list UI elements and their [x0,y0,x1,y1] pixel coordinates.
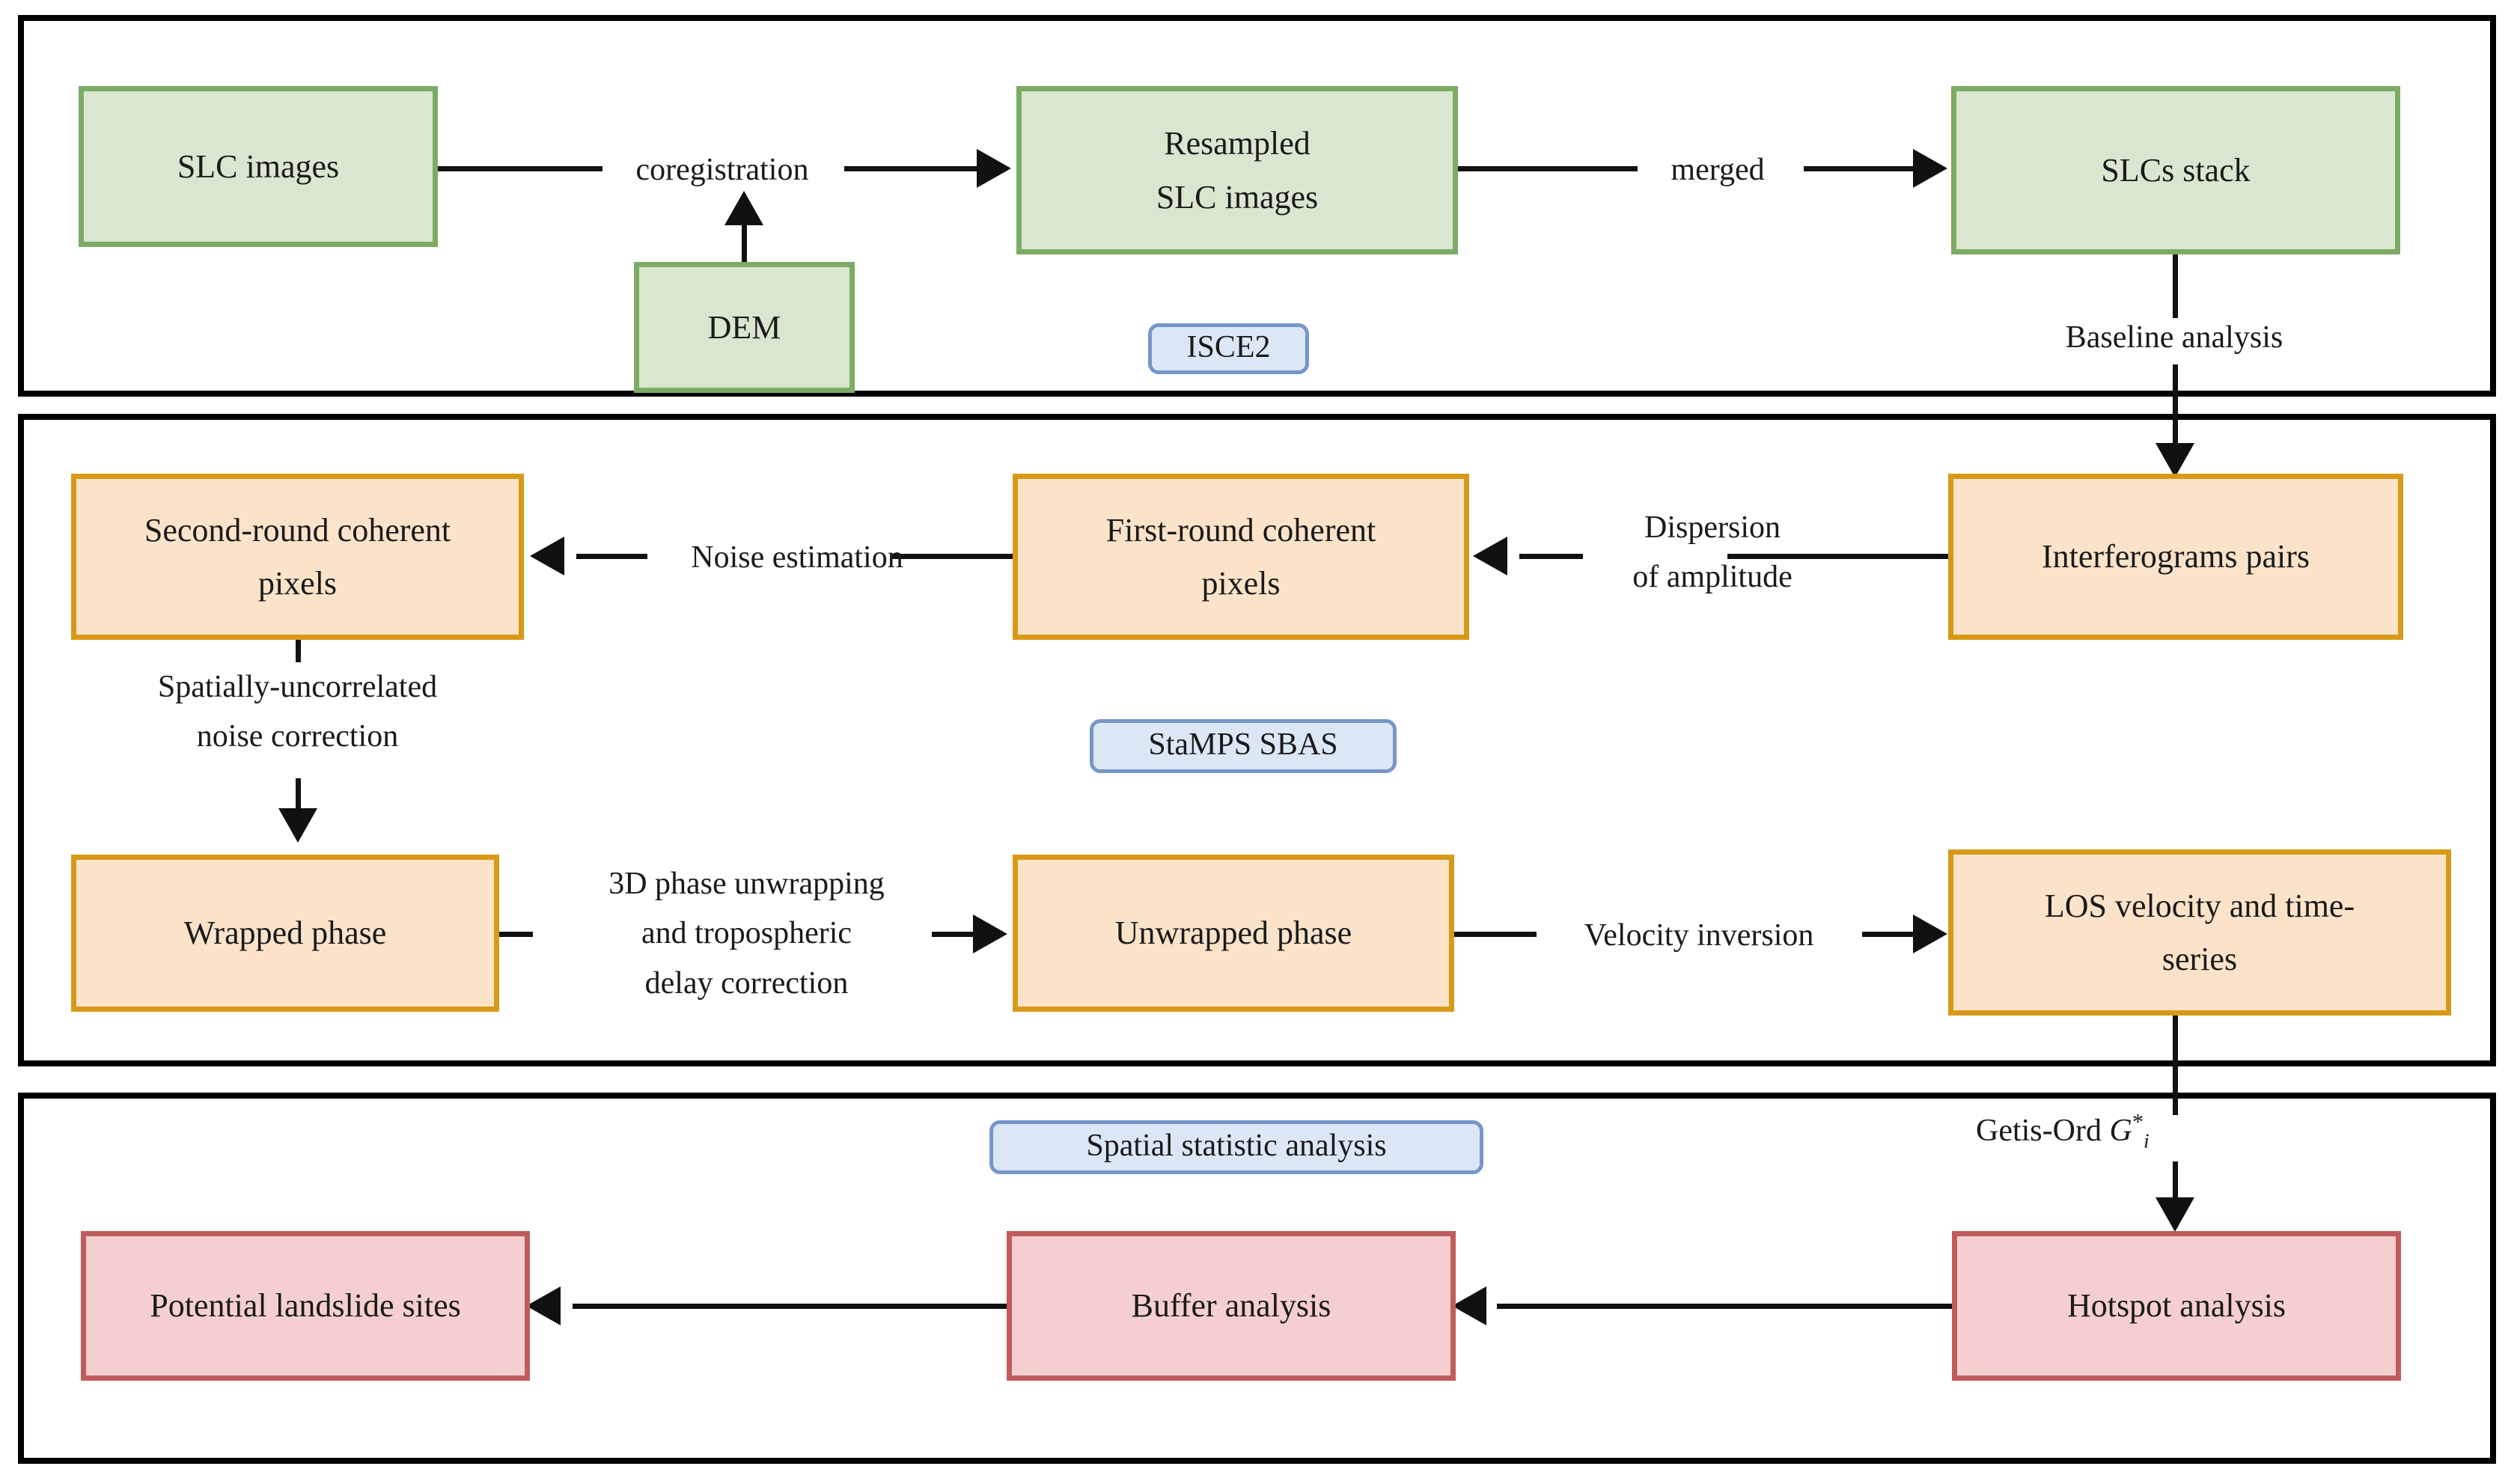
arrowhead-dem-up [724,191,763,225]
connector-noise-to-second-round [576,554,647,559]
connector-coregistration-to-resampled [844,166,983,171]
arrowhead-to-interferograms-pairs [2155,443,2194,477]
edge-label-coregistration: coregistration [635,153,809,187]
getis-ord-prefix-text: Getis-Ord [1976,1114,2110,1148]
node-wrapped-phase[interactable]: Wrapped phase [71,855,499,1012]
node-first-round-coherent-pixels[interactable]: First-round coherent pixels [1013,474,1469,640]
arrowhead-to-first-round-coherent-pixels [1473,537,1507,575]
connector-resampled-to-merged [1458,166,1638,171]
connector-interferograms-to-dispersion [1727,554,1952,559]
connector-noise-correction-to-wrapped-phase [296,778,301,827]
getis-ord-symbol: G [2109,1114,2132,1148]
arrowhead-to-potential-landslide-sites [526,1286,561,1325]
connector-hotspot-to-buffer [1497,1304,1953,1309]
arrowhead-to-resampled-slc [977,149,1011,188]
node-slcs-stack[interactable]: SLCs stack [1951,86,2400,254]
connector-wrapped-phase-stub [499,932,533,937]
connector-slcs-stack-down [2173,254,2178,318]
connector-tropo-to-unwrapped-phase [932,932,978,937]
connector-dispersion-to-first-round [1519,554,1583,559]
edge-label-getis-ord: Getis-Ord G*i [1976,1109,2150,1152]
arrowhead-to-unwrapped-phase [973,914,1007,953]
connector-baseline-to-interferograms [2173,364,2178,471]
node-interferograms-pairs[interactable]: Interferograms pairs [1948,474,2403,640]
node-second-round-coherent-pixels[interactable]: Second-round coherent pixels [71,474,524,640]
node-buffer-analysis[interactable]: Buffer analysis [1007,1231,1456,1381]
connector-getis-to-hotspot [2173,1161,2178,1227]
arrowhead-to-wrapped-phase [278,808,317,843]
getis-ord-subscript: i [2143,1129,2150,1152]
connector-first-round-to-noise [891,554,1016,559]
arrowhead-to-slcs-stack [1913,149,1947,188]
arrowhead-to-hotspot-analysis [2155,1197,2194,1232]
edge-label-velocity-inversion: Velocity inversion [1584,918,1814,953]
getis-ord-superscript: * [2132,1109,2144,1135]
edge-label-noise-estimation: Noise estimation [691,540,903,575]
node-resampled-slc-images[interactable]: Resampled SLC images [1016,86,1458,254]
edge-label-baseline-analysis: Baseline analysis [2065,320,2283,355]
tag-isce2[interactable]: ISCE2 [1148,323,1309,374]
connector-second-round-down [296,640,301,662]
node-slc-images[interactable]: SLC images [79,86,438,247]
arrowhead-to-buffer-analysis [1452,1286,1486,1325]
edge-label-merged: merged [1671,153,1765,187]
connector-slc-to-coregistration [438,166,602,171]
edge-label-spatially-uncorrelated-noise-correction: Spatially-uncorrelated noise correction [157,670,438,754]
connector-velocity-inversion-to-los [1862,932,1918,937]
connector-dem-to-coregistration [742,201,747,265]
arrowhead-to-second-round-coherent-pixels [530,537,564,575]
node-dem[interactable]: DEM [634,262,855,393]
node-potential-landslide-sites[interactable]: Potential landslide sites [81,1231,530,1381]
node-unwrapped-phase[interactable]: Unwrapped phase [1013,855,1454,1012]
tag-stamps-sbas[interactable]: StaMPS SBAS [1090,719,1397,773]
connector-merged-to-slcs-stack [1804,166,1920,171]
tag-spatial-statistic-analysis[interactable]: Spatial statistic analysis [989,1120,1483,1174]
edge-label-phase-unwrapping-tropospheric: 3D phase unwrapping and tropospheric del… [608,867,885,1001]
edge-label-dispersion-of-amplitude: Dispersion of amplitude [1632,510,1793,595]
connector-buffer-to-potential-sites [573,1304,1010,1309]
node-los-velocity-and-time-series[interactable]: LOS velocity and time- series [1948,849,2451,1016]
node-hotspot-analysis[interactable]: Hotspot analysis [1952,1231,2401,1381]
connector-unwrapped-to-velocity-inversion [1454,932,1537,937]
arrowhead-to-los-velocity [1913,914,1947,953]
connector-los-velocity-down [2173,1016,2178,1115]
